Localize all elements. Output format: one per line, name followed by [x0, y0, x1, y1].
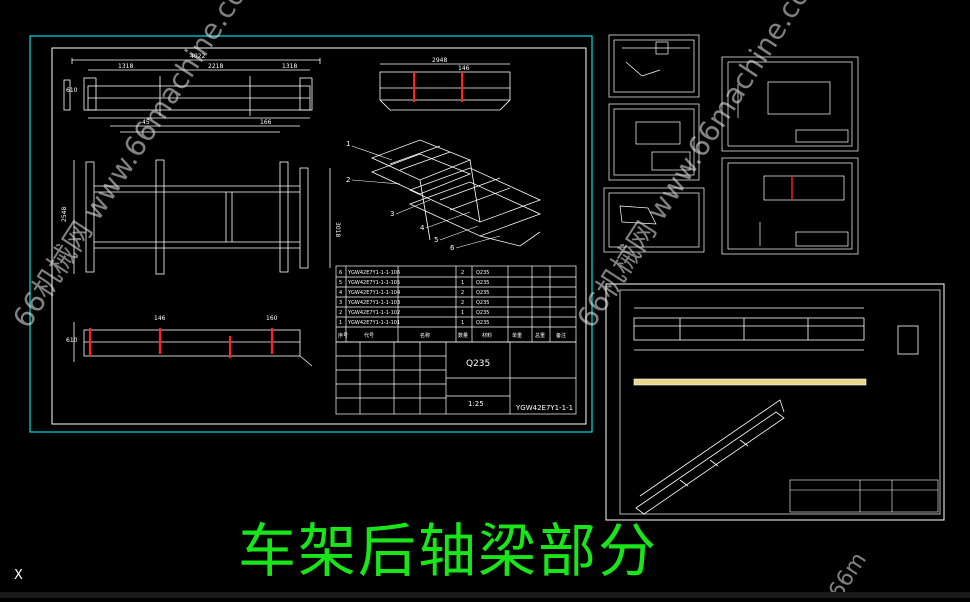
title-block [335, 341, 577, 415]
bom-row-5-qty: 1 [461, 310, 464, 316]
right-sheet-border [605, 283, 945, 521]
plan-view-frame [73, 159, 331, 275]
dim-small-a: 45 [142, 119, 150, 126]
right-sheet-beam [633, 307, 919, 355]
drawing-caption: 车架后轴梁部分 [238, 517, 659, 585]
thumbnail-sheet-4 [721, 56, 859, 152]
balloon-3: 3 [390, 210, 394, 218]
bom-header-unit-weight: 单重 [512, 332, 522, 339]
dim-top-left: 610 [66, 87, 78, 94]
balloon-6: 6 [450, 244, 455, 252]
bom-row-2-no: 5 [339, 280, 342, 286]
bom-header-qty: 数量 [458, 332, 468, 339]
bom-row-3-qty: 2 [461, 290, 464, 296]
dim-total-length: 4022 [190, 53, 205, 60]
main-sheet-inner-border [51, 47, 587, 425]
dim-height-right: 3018 [334, 222, 341, 237]
dim-right-span: 1318 [282, 63, 297, 70]
dim-detail-top: 2948 [432, 57, 447, 64]
dim-height-left: 2548 [61, 207, 68, 222]
balloon-4: 4 [420, 224, 425, 232]
bom-row-4-code: YGW42E7Y1-1-1-103 [347, 300, 400, 306]
front-view-highlights [88, 328, 274, 358]
bom-header-name: 名称 [420, 332, 430, 339]
title-scale: 1:25 [468, 400, 484, 408]
watermark-left: 66机械网 www.66machine.com [6, 0, 267, 334]
ucs-axis-x-label: X [14, 568, 23, 583]
side-detail-beam [379, 63, 511, 111]
dim-front-right: 160 [266, 315, 278, 322]
bom-row-6-mat: Q235 [476, 320, 489, 326]
right-sheet-inner-border [619, 289, 941, 515]
bom-row-5-mat: Q235 [476, 310, 489, 316]
title-material: Q235 [466, 359, 490, 369]
top-view-beam [63, 58, 321, 133]
bom-table [335, 265, 577, 343]
watermarks: 66机械网 www.66machine.com 66机械网 www.66mach… [6, 0, 872, 602]
thumbnail-sheet-2 [608, 103, 700, 181]
bom-row-6-qty: 1 [461, 320, 464, 326]
bom-row-2-code: YGW42E7Y1-1-1-105 [347, 280, 400, 286]
bom-header-code: 代号 [364, 332, 374, 339]
bom-row-6-code: YGW42E7Y1-1-1-101 [347, 320, 400, 326]
bom-row-4-mat: Q235 [476, 300, 489, 306]
dim-detail-right: 146 [458, 65, 470, 72]
bom-row-4-no: 3 [339, 300, 342, 306]
title-drawing-no: YGW42E7Y1-1-1 [515, 404, 573, 412]
balloon-5: 5 [434, 236, 438, 244]
bom-row-1-code: YGW42E7Y1-1-1-106 [347, 270, 400, 276]
dim-left-span: 1318 [118, 63, 133, 70]
bom-row-3-code: YGW42E7Y1-1-1-104 [347, 290, 400, 296]
balloon-1: 1 [346, 140, 350, 148]
main-sheet-border [29, 35, 593, 433]
right-sheet-bar-plan [633, 378, 867, 386]
bom-row-1-qty: 2 [461, 270, 464, 276]
watermark-bottom-right: 66m [824, 548, 872, 598]
bom-row-1-mat: Q235 [476, 270, 489, 276]
bom-header-total-weight: 总重 [535, 332, 545, 339]
bom-row-2-mat: Q235 [476, 280, 489, 286]
bom-header-no: 序号 [338, 332, 348, 339]
side-detail-highlights [413, 72, 463, 102]
thumbnail-sheet-3 [603, 187, 705, 253]
dim-small-b: 166 [260, 119, 272, 126]
isometric-leaders [351, 145, 501, 249]
balloon-2: 2 [346, 176, 350, 184]
bom-row-1-no: 6 [339, 270, 342, 276]
bom-row-6-no: 1 [339, 320, 342, 326]
bom-row-3-mat: Q235 [476, 290, 489, 296]
thumbnail-sheet-5 [721, 157, 859, 255]
bom-row-2-qty: 1 [461, 280, 464, 286]
dim-mid-span: 2218 [208, 63, 223, 70]
bom-header-remark: 备注 [556, 332, 566, 339]
status-line [0, 592, 970, 598]
bom-header-mat: 材料 [482, 332, 492, 339]
dim-front-mid: 146 [154, 315, 166, 322]
bom-row-5-no: 2 [339, 310, 342, 316]
dim-front-left: 610 [66, 337, 78, 344]
front-view-beam [73, 322, 313, 367]
bom-row-5-code: YGW42E7Y1-1-1-102 [347, 310, 400, 316]
bom-row-3-no: 4 [339, 290, 342, 296]
right-sheet-title-block [789, 479, 939, 513]
bom-row-4-qty: 2 [461, 300, 464, 306]
thumbnail-sheet-1 [608, 34, 700, 98]
isometric-frame [370, 139, 542, 247]
right-sheet-isometric [635, 399, 785, 515]
